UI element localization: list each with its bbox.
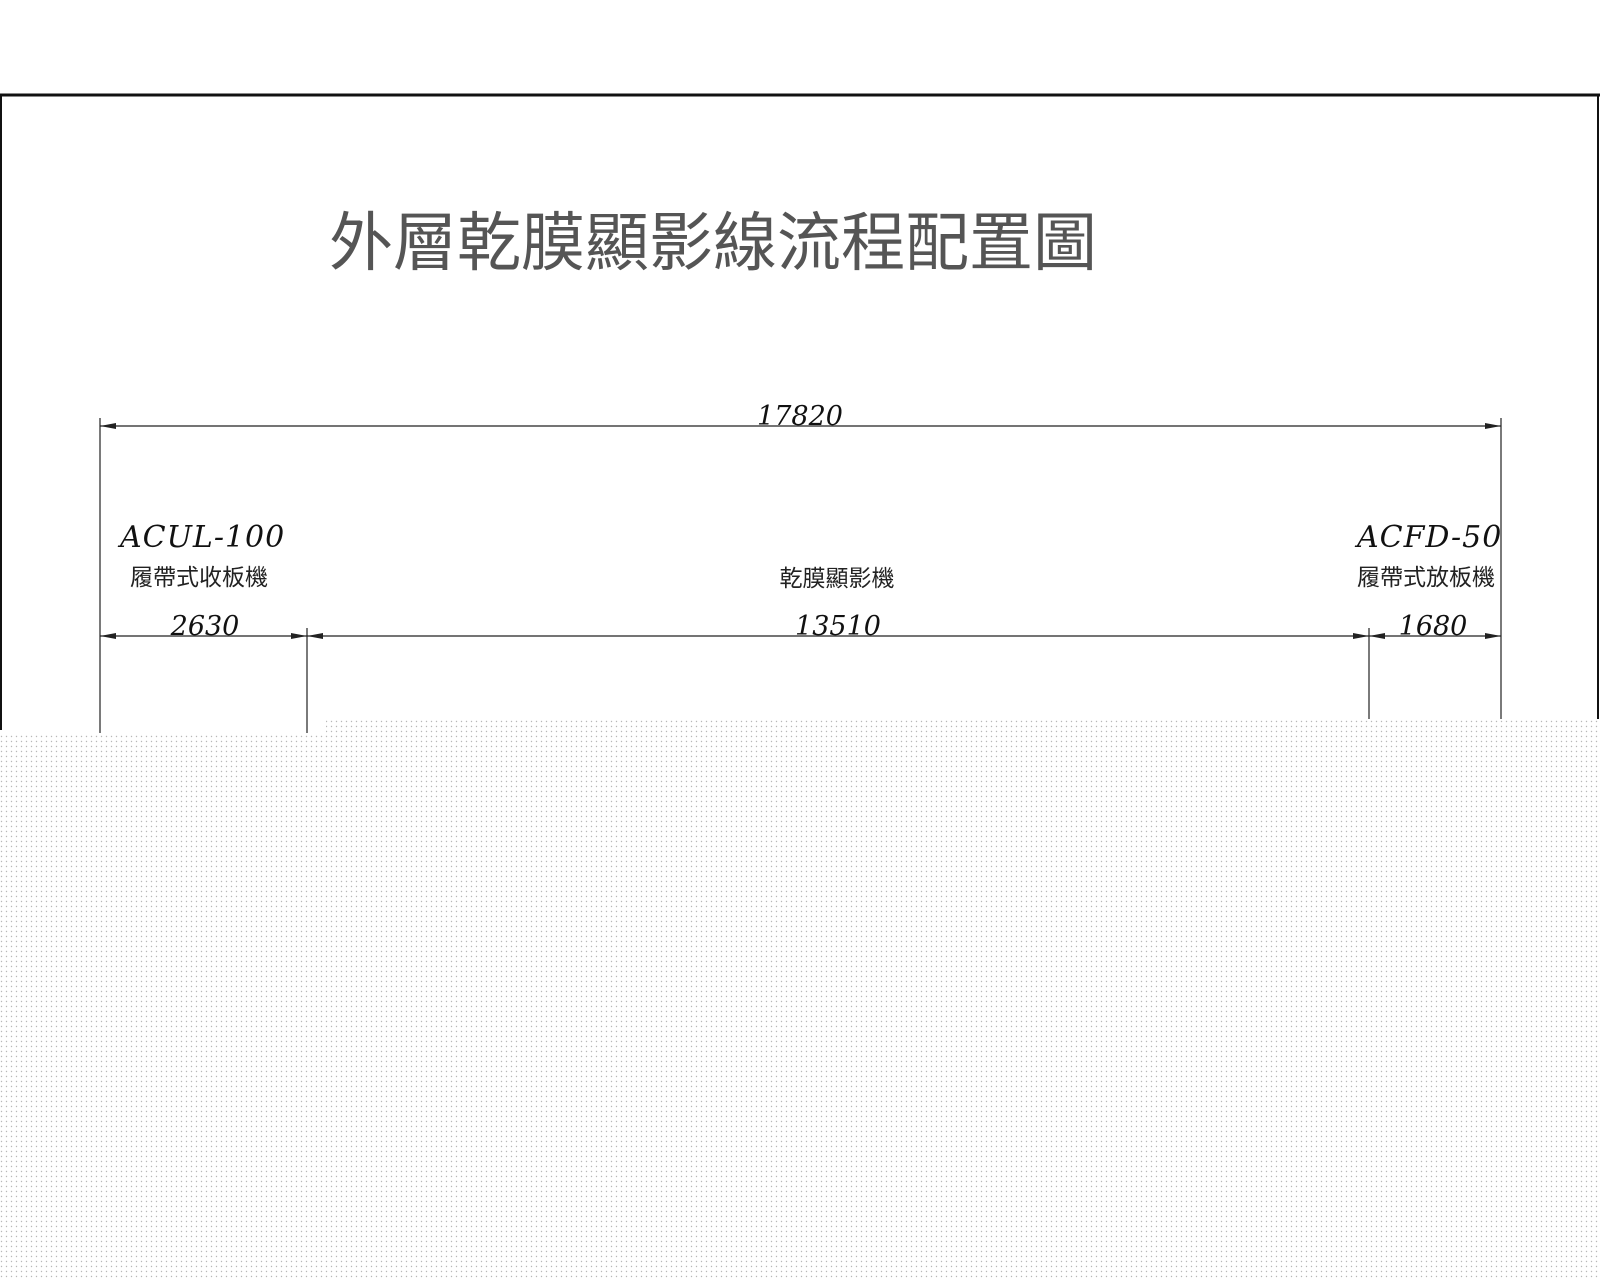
seg1-arrow-right [291,633,307,639]
seg3-arrow-left [1369,633,1385,639]
machine-model-unloader: ACUL-100 [117,520,285,555]
segment-dimension-developer: 13510 [795,611,881,642]
segment-dimension-unloader: 2630 [170,611,240,642]
machine-desc-developer: 乾膜顯影機 [780,566,895,592]
seg2-arrow-left [307,633,323,639]
machine-desc-unloader: 履帶式收板機 [130,565,268,591]
seg2-arrow-right [1353,633,1369,639]
overall-dimension: 17820 [99,401,1502,740]
dotted-area-lower [0,733,1600,1280]
overall-arrow-left [100,423,116,429]
overall-dimension-label: 17820 [757,401,843,432]
machine-desc-loader: 履帶式放板機 [1357,565,1495,591]
dotted-area-step [326,719,1600,735]
machine-model-loader: ACFD-50 [1354,520,1502,555]
drawing-title: 外層乾膜顯影線流程配置圖 [329,207,1097,281]
seg1-arrow-left [100,633,116,639]
seg3-arrow-right [1485,633,1501,639]
segment-dimension-loader: 1680 [1399,611,1468,642]
overall-arrow-right [1485,423,1501,429]
